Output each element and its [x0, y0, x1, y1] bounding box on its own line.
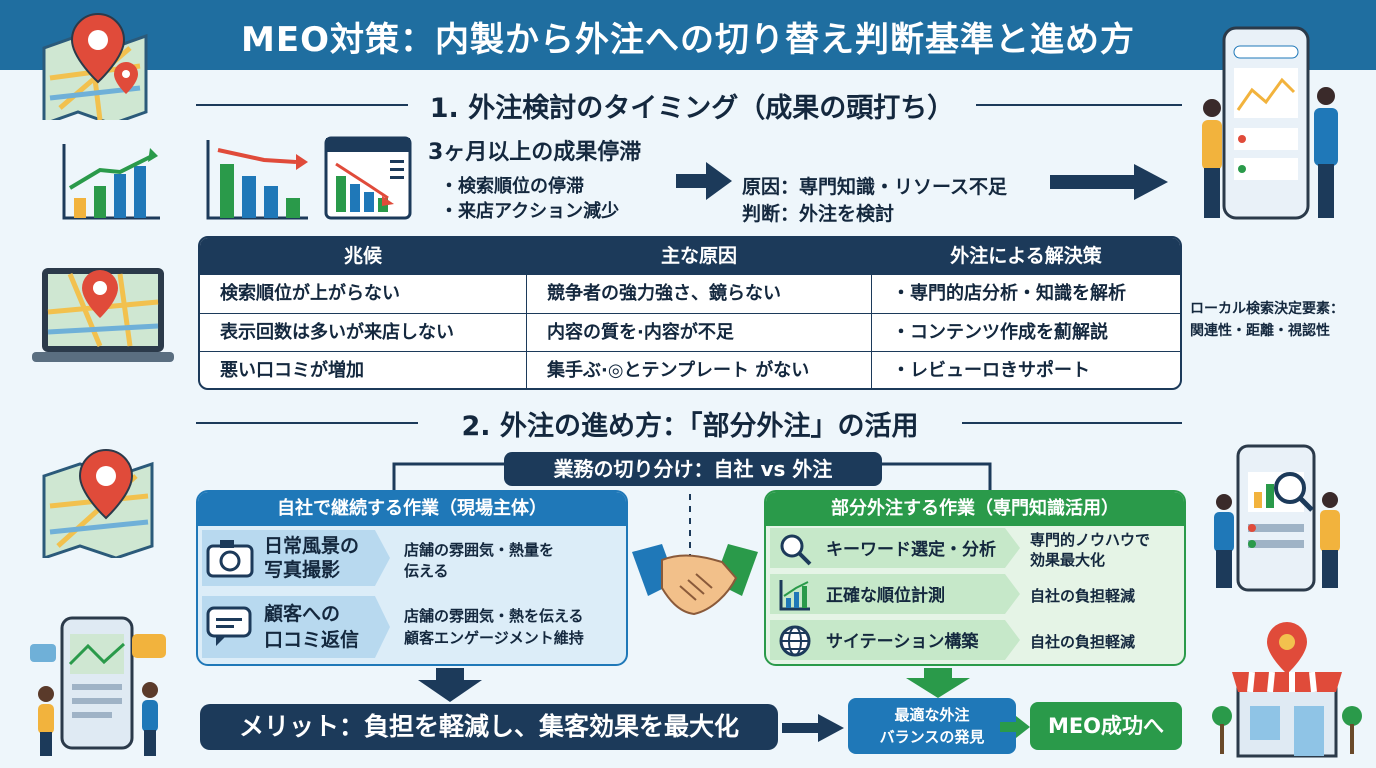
task-photo-line2: 写真撮影 — [264, 559, 341, 581]
table-row: 表示回数は多いが来店しない 内容の質を·内容が不足 ・コンテンツ作成を薊解説 — [200, 312, 1180, 352]
table-header-row: 兆候 主な原因 外注による解決策 — [200, 238, 1180, 274]
section2-rule-right — [962, 422, 1182, 424]
rank-chart-icon — [779, 580, 810, 611]
arrow-right-icon — [782, 714, 844, 742]
map-pin-icon — [42, 12, 148, 120]
side-note-line2: 関連性・距離・視認性 — [1190, 323, 1330, 339]
table-cell: 集手ぶ·◎とテンプレート がない — [527, 352, 872, 388]
phone-analytics-people-icon — [1202, 26, 1338, 220]
folded-map-icon — [42, 448, 154, 558]
task-review-line2: 口コミ返信 — [264, 629, 360, 651]
task-photo-desc1: 店舗の雰囲気・熱量を — [404, 541, 555, 559]
task-keyword-desc1: 専門的ノウハウで — [1030, 531, 1151, 549]
storefront-pin-icon — [1212, 622, 1362, 758]
table-header: 外注による解決策 — [950, 245, 1102, 267]
table-header: 兆候 — [200, 238, 527, 274]
task-photo-desc2: 伝える — [404, 562, 449, 580]
success-box: MEO成功へ — [1030, 702, 1182, 750]
section1-rule-right — [976, 104, 1182, 106]
table-cell: 検索順位が上がらない — [200, 275, 527, 313]
task-keyword: キーワード選定・分析 — [826, 540, 996, 560]
inhouse-header: 自社で継続する作業（現場主体） — [198, 492, 626, 526]
task-chevron — [770, 620, 1020, 660]
task-ranking-desc: 自社の負担軽減 — [1030, 587, 1136, 605]
table-cell: 悪い口コミが増加 — [200, 352, 527, 388]
side-note-line1: ローカル検索決定要素： — [1190, 301, 1344, 317]
table-cell: ・レビューロきサポート — [892, 360, 1090, 382]
magnifier-icon — [780, 534, 812, 566]
section2-rule-left — [196, 422, 418, 424]
stagnation-bullet-2: ・来店アクション減少 — [440, 201, 620, 222]
arrow-right-icon — [676, 162, 732, 200]
laptop-map-icon — [32, 268, 174, 362]
down-arrow-icon — [418, 668, 482, 702]
section1-title: 1. 外注検討のタイミング（成果の頭打ち） — [429, 93, 955, 124]
judgment-text: 判断：外注を検討 — [742, 203, 895, 225]
symptom-table: 兆候 主な原因 外注による解決策 検索順位が上がらない 競争者の強力強さ、鏡らな… — [198, 236, 1182, 390]
table-row: 検索順位が上がらない 競争者の強力強さ、鏡らない ・専門的店分析・知識を解析 — [200, 274, 1180, 313]
globe-icon — [779, 625, 811, 657]
table-cell: ・専門的店分析・知識を解析 — [892, 283, 1126, 304]
balance-line2: バランスの発見 — [879, 728, 985, 746]
camera-icon — [206, 540, 254, 578]
section1-rule-left — [196, 104, 408, 106]
stagnation-bullet-1: ・検索順位の停滞 — [440, 176, 584, 197]
handshake-icon — [632, 544, 758, 616]
split-connector — [392, 462, 992, 494]
task-review-line1: 顧客への — [264, 603, 341, 625]
task-review-desc2: 顧客エンゲージメント維持 — [404, 629, 584, 647]
task-keyword-desc2: 効果最大化 — [1030, 551, 1106, 569]
task-ranking: 正確な順位計測 — [826, 586, 945, 606]
table-row: 悪い口コミが増加 集手ぶ·◎とテンプレート がない ・レビューロきサポート — [200, 351, 1180, 388]
chat-bubble-icon — [206, 606, 252, 646]
cause-text: 原因：専門知識・リソース不足 — [742, 176, 1008, 198]
outsource-header: 部分外注する作業（専門知識活用） — [766, 492, 1184, 526]
down-arrow-green-icon — [906, 668, 970, 698]
header-banner: MEO対策：内製から外注への切り替え判断基準と進め方 — [0, 0, 1376, 70]
growth-chart-icon — [62, 144, 160, 220]
task-citation-desc: 自社の負担軽減 — [1030, 633, 1136, 651]
phone-review-people-icon — [30, 616, 166, 756]
declining-chart-icon — [206, 140, 308, 220]
task-photo-line1: 日常風景の — [264, 535, 360, 557]
browser-decline-icon — [324, 136, 412, 220]
page-title: MEO対策：内製から外注への切り替え判断基準と進め方 — [241, 20, 1135, 60]
merit-banner: メリット：負担を軽減し、集客効果を最大化 — [200, 704, 778, 750]
table-cell: 内容の質を·内容が不足 — [527, 313, 872, 352]
table-cell: 表示回数は多いが来店しない — [200, 313, 527, 352]
dashed-divider — [689, 494, 691, 594]
section2-title: 2. 外注の進め方：「部分外注」の活用 — [461, 411, 919, 442]
balance-box: 最適な外注 バランスの発見 — [848, 698, 1016, 754]
balance-line1: 最適な外注 — [894, 706, 970, 724]
table-cell: 競争者の強力強さ、鏡らない — [527, 275, 872, 313]
long-arrow-right-icon — [1050, 164, 1168, 200]
task-review-desc1: 店舗の雰囲気・熱を伝える — [404, 607, 584, 625]
phone-search-people-icon — [1214, 444, 1340, 592]
stagnation-title: 3ヶ月以上の成果停滞 — [428, 140, 642, 165]
task-citation: サイテーション構築 — [826, 632, 979, 652]
split-label: 業務の切り分け：自社 vs 外注 — [504, 452, 882, 486]
table-header: 主な原因 — [527, 238, 872, 274]
task-chevron — [770, 574, 1020, 614]
arrow-right-small-icon — [1000, 716, 1030, 738]
task-chevron — [770, 528, 1020, 568]
table-cell: ・コンテンツ作成を薊解説 — [892, 321, 1108, 343]
